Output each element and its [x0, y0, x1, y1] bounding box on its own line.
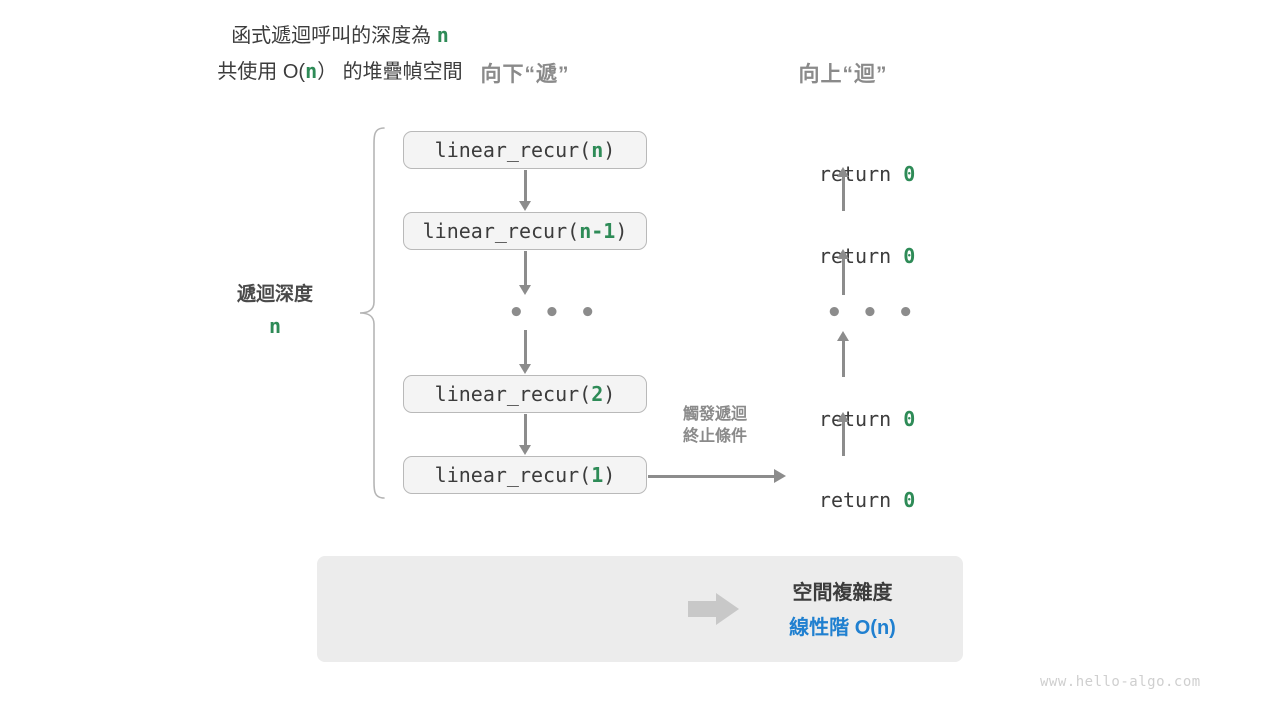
arrow-up-icon: [837, 412, 849, 456]
call-argument: n-1: [579, 219, 616, 243]
return-keyword: return: [818, 488, 904, 512]
return-label-second: return 0: [733, 220, 953, 292]
ellipsis-right: • • •: [826, 298, 919, 328]
call-box-n: linear_recur(n): [403, 131, 647, 169]
recursion-depth-label: 遞迴深度 n: [185, 280, 365, 342]
call-suffix: ): [603, 138, 616, 162]
return-keyword: return: [818, 407, 904, 431]
call-suffix: ): [603, 382, 616, 406]
summary-panel: [317, 556, 963, 662]
return-value: 0: [903, 162, 916, 186]
thick-arrow-right-icon: [688, 593, 739, 625]
recursion-depth-text: 遞迴深度: [236, 284, 313, 305]
footer-url: www.hello-algo.com: [1040, 674, 1201, 690]
return-value: 0: [903, 407, 916, 431]
complexity-result: 空間複雜度 線性階 O(n): [745, 576, 940, 646]
return-label-top: return 0: [733, 138, 953, 210]
summary-line-1: 函式遞迴呼叫的深度為 n: [231, 23, 449, 47]
return-keyword: return: [818, 162, 904, 186]
call-prefix: linear_recur(: [434, 138, 592, 162]
arrow-down-icon: [519, 414, 531, 456]
arrow-up-icon: [837, 331, 849, 377]
complexity-value: 線性階 O(n): [789, 617, 896, 639]
call-box-n-minus-1: linear_recur(n-1): [403, 212, 647, 250]
recursion-depth-value: n: [268, 314, 282, 339]
termination-note-line1: 觸發遞迴: [682, 406, 747, 423]
call-suffix: ): [603, 463, 616, 487]
termination-condition-note: 觸發遞迴 終止條件: [650, 404, 780, 447]
call-argument: 1: [591, 463, 604, 487]
summary-line1-highlight: n: [436, 23, 449, 47]
call-box-1: linear_recur(1): [403, 456, 647, 494]
return-keyword: return: [818, 244, 904, 268]
call-suffix: ): [615, 219, 628, 243]
arrow-up-icon: [837, 167, 849, 211]
call-box-2: linear_recur(2): [403, 375, 647, 413]
summary-line1-text: 函式遞迴呼叫的深度為: [231, 25, 437, 47]
ellipsis-left: • • •: [508, 298, 601, 328]
call-argument: n: [591, 138, 604, 162]
heading-return-up: 向上“迴”: [798, 63, 888, 86]
call-argument: 2: [591, 382, 604, 406]
complexity-title: 空間複雜度: [792, 582, 893, 604]
termination-note-line2: 終止條件: [682, 427, 747, 445]
arrow-up-icon: [837, 249, 849, 295]
call-prefix: linear_recur(: [434, 382, 592, 406]
summary-line2-highlight: n: [305, 59, 318, 83]
arrow-down-icon: [519, 251, 531, 296]
summary-description: 函式遞迴呼叫的深度為 n 共使用 O(n） 的堆疊幀空間: [0, 18, 680, 90]
return-value: 0: [903, 488, 916, 512]
arrow-down-icon: [519, 170, 531, 212]
heading-recurse-down: 向下“遞”: [480, 63, 570, 86]
return-label-third: return 0: [733, 383, 953, 455]
call-prefix: linear_recur(: [434, 463, 592, 487]
arrow-down-icon: [519, 330, 531, 375]
call-prefix: linear_recur(: [422, 219, 580, 243]
arrow-right-icon: [648, 469, 788, 483]
depth-curly-brace: [359, 127, 385, 499]
return-value: 0: [903, 244, 916, 268]
summary-line2-prefix: 共使用 O(: [217, 61, 306, 83]
return-label-base: return 0: [733, 464, 953, 536]
summary-line-2: 共使用 O(n） 的堆疊幀空間: [217, 59, 463, 83]
summary-line2-suffix: ） 的堆疊幀空間: [317, 61, 463, 83]
